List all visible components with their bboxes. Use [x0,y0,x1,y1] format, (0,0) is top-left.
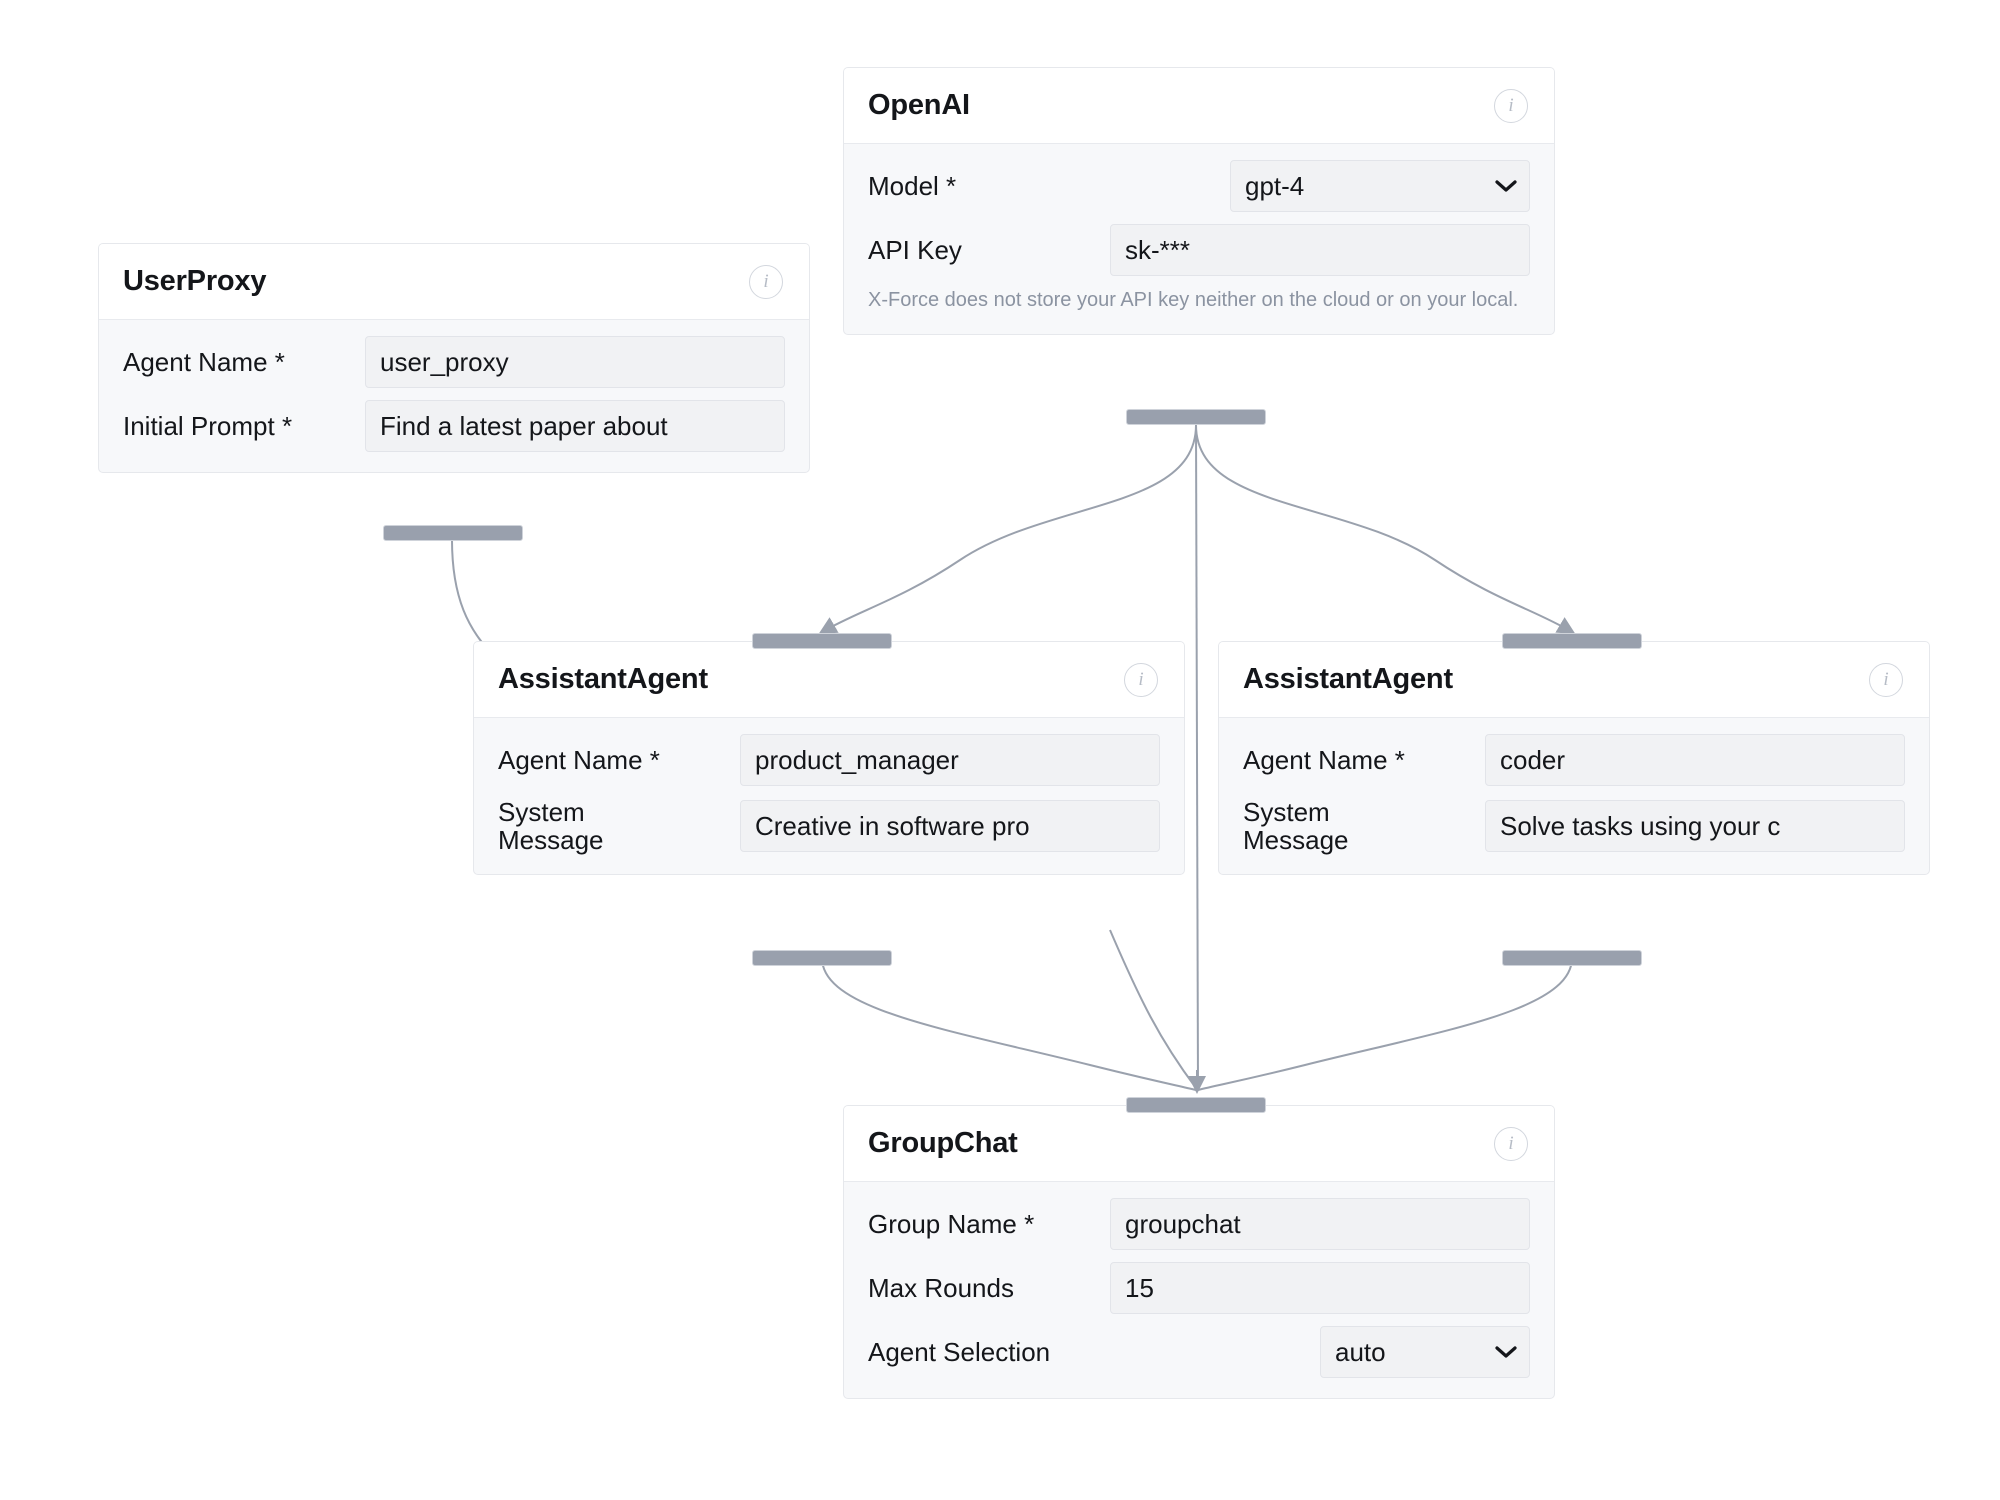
node-openai-header: OpenAI i [844,68,1554,144]
field-input-api-key[interactable]: sk-*** [1110,224,1530,276]
field-input-initial-prompt[interactable]: Find a latest paper about [365,400,785,452]
field-row-initial-prompt: Initial Prompt * Find a latest paper abo… [123,400,785,452]
edge-openai-to-product-manager [818,424,1197,635]
node-assistantagent-product-manager-body: Agent Name * product_manager System Mess… [474,718,1184,874]
field-row-agent-selection: Agent Selection auto [868,1326,1530,1378]
node-userproxy-header: UserProxy i [99,244,809,320]
edge-product-manager-to-groupchat [821,957,1197,1091]
field-input-agent-name[interactable]: coder [1485,734,1905,786]
field-select-agent-selection[interactable]: auto [1320,1326,1530,1378]
handle-assistantagent-coder-top[interactable] [1502,633,1642,649]
handle-assistantagent-coder-bottom[interactable] [1502,950,1642,966]
field-label-system-message: System Message [1243,797,1349,856]
field-label-agent-name: Agent Name * [123,346,285,377]
node-openai-title: OpenAI [868,89,970,121]
api-key-helper-text: X-Force does not store your API key neit… [868,289,1519,311]
field-label-group-name: Group Name * [868,1208,1035,1239]
field-input-group-name[interactable]: groupchat [1110,1198,1530,1250]
field-row-system-message: System Message Solve tasks using your c [1243,798,1905,854]
field-label-max-rounds: Max Rounds [868,1272,1014,1303]
node-assistantagent-product-manager-title: AssistantAgent [498,663,708,695]
node-userproxy[interactable]: UserProxy i Agent Name * user_proxy Init… [98,243,810,473]
field-row-model: Model * gpt-4 [868,160,1530,212]
field-input-agent-name[interactable]: product_manager [740,734,1160,786]
info-icon[interactable]: i [1494,88,1528,123]
field-label-agent-selection: Agent Selection [868,1336,1051,1367]
node-assistantagent-product-manager[interactable]: AssistantAgent i Agent Name * product_ma… [473,641,1185,876]
field-row-group-name: Group Name * groupchat [868,1198,1530,1250]
field-label-agent-name: Agent Name * [498,744,660,775]
handle-userproxy-bottom[interactable] [383,525,523,541]
handle-groupchat-top[interactable] [1126,1097,1266,1113]
field-label-api-key: API Key [868,234,962,265]
node-assistantagent-product-manager-header: AssistantAgent i [474,642,1184,718]
field-label-agent-name: Agent Name * [1243,744,1405,775]
edge-userproxy-to-groupchat-tail [1109,929,1197,1089]
info-icon[interactable]: i [749,264,783,299]
field-row-api-key: API Key sk-*** [868,224,1530,276]
field-row-agent-name: Agent Name * coder [1243,734,1905,786]
field-row-agent-name: Agent Name * product_manager [498,734,1160,786]
field-select-model-value: gpt-4 [1245,170,1305,201]
node-groupchat-title: GroupChat [868,1127,1018,1159]
field-select-agent-selection-value: auto [1335,1336,1386,1367]
handle-assistantagent-product-manager-bottom[interactable] [752,950,892,966]
edge-openai-to-groupchat [1195,424,1199,1091]
handle-openai-bottom[interactable] [1126,409,1266,425]
info-icon[interactable]: i [1124,662,1158,697]
edge-openai-to-coder [1195,424,1576,635]
field-label-system-message: System Message [498,797,604,856]
node-assistantagent-coder-title: AssistantAgent [1243,663,1453,695]
field-row-agent-name: Agent Name * user_proxy [123,336,785,388]
node-assistantagent-coder[interactable]: AssistantAgent i Agent Name * coder Syst… [1218,641,1930,876]
node-assistantagent-coder-header: AssistantAgent i [1219,642,1929,718]
edge-userproxy-to-groupchat [451,539,491,653]
info-icon[interactable]: i [1494,1126,1528,1161]
edge-coder-to-groupchat [1197,957,1573,1091]
field-input-system-message[interactable]: Creative in software pro [740,800,1160,853]
field-input-system-message[interactable]: Solve tasks using your c [1485,800,1905,853]
node-userproxy-body: Agent Name * user_proxy Initial Prompt *… [99,320,809,472]
node-openai-body: Model * gpt-4 API Key sk-*** X-Force doe… [844,144,1554,334]
field-row-system-message: System Message Creative in software pro [498,798,1160,854]
field-input-max-rounds[interactable]: 15 [1110,1262,1530,1314]
field-select-model[interactable]: gpt-4 [1230,160,1530,212]
field-label-model: Model * [868,170,957,201]
node-groupchat[interactable]: GroupChat i Group Name * groupchat Max R… [843,1105,1555,1399]
node-userproxy-title: UserProxy [123,265,267,297]
node-openai[interactable]: OpenAI i Model * gpt-4 API Key sk-*** X-… [843,67,1555,335]
node-groupchat-header: GroupChat i [844,1106,1554,1182]
chevron-down-icon [1495,1346,1517,1358]
field-label-initial-prompt: Initial Prompt * [123,410,293,441]
handle-assistantagent-product-manager-top[interactable] [752,633,892,649]
info-icon[interactable]: i [1869,662,1903,697]
node-assistantagent-coder-body: Agent Name * coder System Message Solve … [1219,718,1929,874]
node-groupchat-body: Group Name * groupchat Max Rounds 15 Age… [844,1182,1554,1398]
field-row-max-rounds: Max Rounds 15 [868,1262,1530,1314]
field-input-agent-name[interactable]: user_proxy [365,336,785,388]
chevron-down-icon [1495,180,1517,192]
